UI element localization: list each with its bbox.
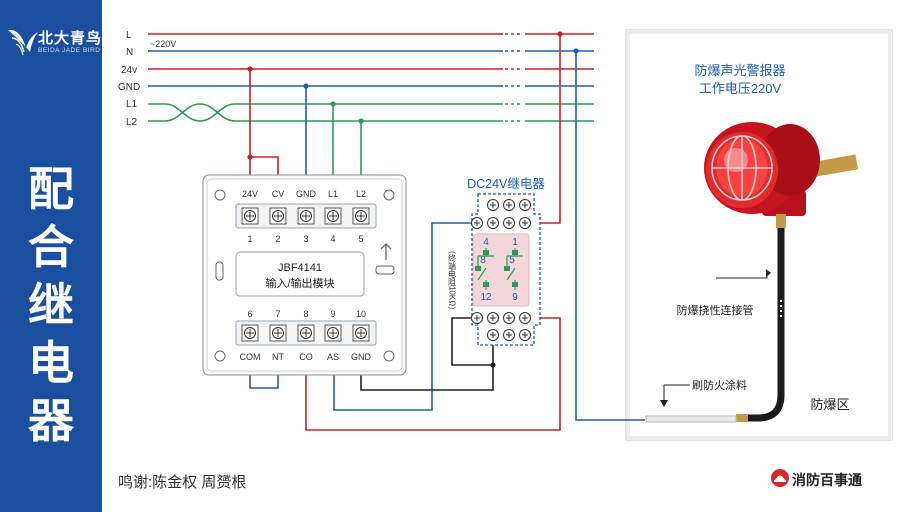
bus-line-l2 (148, 103, 503, 122)
terminal-label-l2: L2 (356, 189, 366, 199)
module-model: JBF4141 (278, 262, 322, 274)
coating-label: 刷防火涂料 (692, 378, 747, 392)
terminal-num: 10 (356, 309, 366, 319)
side-title: 配合继电器 (28, 163, 74, 447)
relay: DC24V继电器 4 1 8 5 12 9 (448, 177, 545, 346)
alarm-voltage: 工作电压220V (699, 81, 782, 96)
alarm-beacon-icon (704, 122, 859, 228)
bird-logo-icon (8, 29, 38, 56)
brand-name-en: BEIDA JADE BIRD (38, 47, 101, 54)
terminal-num: 4 (330, 234, 335, 244)
fire-helmet-icon (771, 469, 789, 487)
terminal-label-nt: NT (272, 352, 284, 362)
bus-line-l1 (148, 103, 503, 122)
relay-title: DC24V继电器 (467, 177, 545, 191)
credit-text: 鸣谢:陈金权 周赟根 (118, 474, 247, 491)
bus-label-l2: L2 (126, 117, 138, 128)
terminal-num: 8 (303, 309, 308, 319)
terminal-label-com: COM (240, 352, 261, 362)
contact-8: 8 (480, 255, 486, 266)
conduit-label: 防爆挠性连接管 (677, 303, 754, 317)
brand-name: 北大青鸟 (38, 30, 103, 47)
voltage-note: ~220V (150, 39, 176, 49)
contact-5: 5 (509, 255, 515, 266)
flexible-conduit (736, 228, 785, 422)
publisher-name: 消防百事通 (792, 472, 862, 488)
explosion-zone-panel (625, 29, 893, 441)
terminal-num: 9 (330, 309, 335, 319)
terminal-label-as: AS (327, 352, 339, 362)
terminal-num: 7 (275, 309, 280, 319)
alarm-title: 防爆声光警报器 (694, 63, 785, 78)
terminal-screw-bottom (241, 324, 370, 342)
terminal-num: 5 (358, 234, 363, 244)
contact-9: 9 (512, 292, 518, 303)
arrow-up-icon (380, 243, 392, 260)
bus-label-l1: L1 (126, 99, 138, 110)
terminal-label-co: CO (299, 352, 313, 362)
terminal-num: 1 (247, 234, 252, 244)
bus-label-l: L (126, 30, 132, 41)
zone-label: 防爆区 (810, 397, 849, 412)
contact-1: 1 (512, 237, 518, 248)
terminal-resistor-label: （终端电阻10KΩ） (448, 246, 457, 314)
bus-label-gnd: GND (118, 82, 140, 93)
terminal-label-gnd-bottom: GND (351, 352, 372, 362)
terminal-num: 2 (275, 234, 280, 244)
terminal-num: 3 (303, 234, 308, 244)
terminal-label-gnd: GND (296, 189, 317, 199)
io-module: 24V CV GND L1 L2 1 2 3 4 5 (202, 174, 407, 376)
bus-label-n: N (126, 47, 133, 58)
terminal-screw-top (241, 207, 370, 225)
terminal-num: 6 (247, 309, 252, 319)
bus-label-24v: 24v (121, 65, 137, 76)
alarm: 防爆声光警报器 工作电压220V 防爆挠性连接管 (645, 63, 859, 423)
wiring-diagram: L N 24v GND L1 L2 ~220V (118, 29, 893, 441)
sidebar: 北大青鸟 BEIDA JADE BIRD 配合继电器 (0, 0, 102, 512)
terminal-label-l1: L1 (328, 189, 338, 199)
contact-4: 4 (483, 237, 489, 248)
terminal-label-cv: CV (272, 189, 285, 199)
module-name: 输入/输出模块 (265, 276, 334, 290)
terminal-label-24v: 24V (242, 189, 258, 199)
contact-12: 12 (480, 292, 492, 303)
